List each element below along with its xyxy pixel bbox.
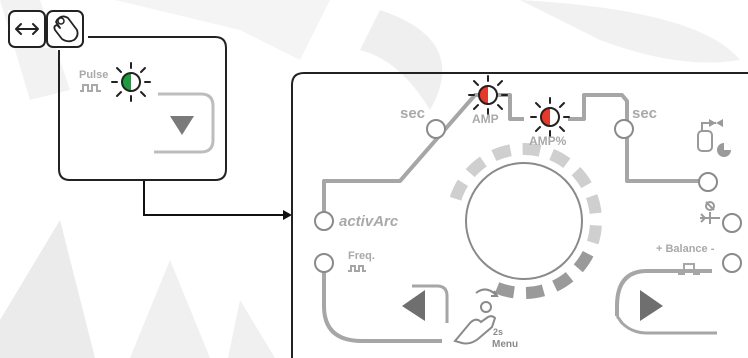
knob-arc-segment (494, 282, 515, 299)
control-knob (449, 143, 602, 299)
tip-press-box (46, 10, 84, 48)
pulse-led-bulb (121, 72, 141, 92)
knob-arc-segment (571, 166, 592, 189)
swap-arrows-icon (15, 23, 39, 35)
amp-percent-label: AMP% (529, 134, 567, 148)
knob-arc-segment (549, 148, 571, 168)
balance-label: + Balance - (656, 243, 715, 255)
menu-hold-time: 2s (493, 327, 504, 337)
freq-indicator (314, 253, 334, 273)
activarc-label: activArc (339, 213, 399, 230)
sec-left-label: sec (400, 105, 426, 122)
right-nav-arrow-icon (640, 290, 663, 321)
sec-left-indicator (426, 119, 446, 139)
knob-arc-segment (491, 144, 512, 162)
amp-percent-led (530, 97, 570, 137)
gas-indicator (698, 172, 718, 192)
knob-arc-segment (573, 251, 594, 273)
wire-feed-indicator (722, 213, 742, 233)
amp-label: AMP (472, 112, 499, 126)
knob-arc-segment (585, 194, 602, 214)
tip-icons (8, 10, 88, 48)
balance-waveform-icon (678, 263, 700, 275)
main-panel-graphics (291, 72, 748, 358)
knob-arc-segment (586, 224, 602, 245)
pulse-subpanel-frame (58, 36, 227, 181)
balance-indicator (722, 253, 742, 273)
sec-right-label: sec (632, 105, 658, 122)
freq-waveform-icon (348, 265, 366, 272)
activarc-indicator (314, 211, 334, 231)
knob-arc-segment (525, 284, 546, 299)
main-control-panel: sec AMP AMP% sec activArc Freq. + Balanc… (291, 71, 748, 358)
knob-arc-segment (449, 179, 469, 201)
amp-led (468, 75, 508, 115)
knob-arc-segment (522, 143, 542, 157)
wire-feed-icon (700, 201, 720, 224)
amp-percent-led-rays-icon (530, 97, 570, 137)
knob-arc-segment (552, 272, 574, 292)
pulse-subpanel: Pulse (58, 36, 228, 181)
gas-icon (697, 119, 731, 157)
pulse-waveform-icon (80, 84, 101, 92)
hand-press-icon (53, 15, 79, 43)
amp-percent-led-bulb (540, 107, 560, 127)
pulse-led-rays-icon (111, 62, 151, 102)
pulse-down-arrow-icon (170, 116, 194, 135)
pulse-led (111, 62, 151, 102)
left-nav-arrow-icon (402, 290, 425, 321)
sec-right-indicator (614, 119, 634, 139)
tip-swap-box (8, 10, 46, 48)
amp-led-bulb (478, 85, 498, 105)
amp-led-rays-icon (468, 75, 508, 115)
menu-label: Menu (492, 339, 519, 350)
menu-hand-icon (453, 288, 499, 345)
knob-arc-segment (465, 156, 487, 178)
pulse-label: Pulse (79, 69, 109, 81)
freq-label: Freq. (348, 250, 375, 262)
